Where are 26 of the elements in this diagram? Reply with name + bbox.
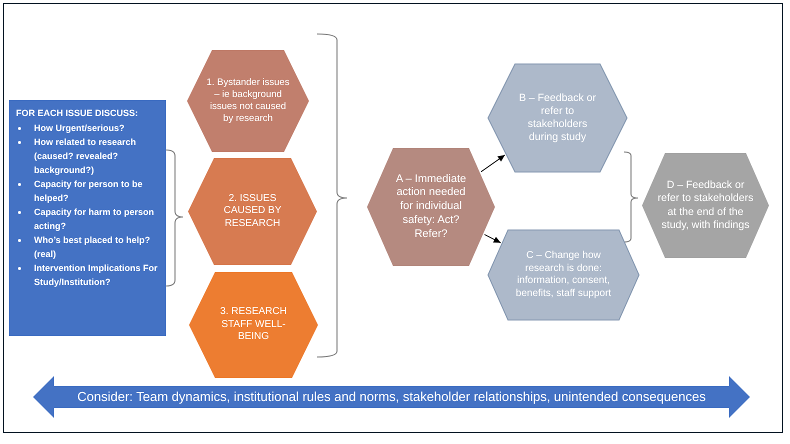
bullet-item: Capacity for person to be helped? — [17, 177, 160, 205]
hexagon-label: B – Feedback or refer to stakeholders during study — [518, 92, 598, 144]
panel-heading: FOR EACH ISSUE DISCUSS: — [16, 107, 138, 119]
hexagon-label: 1. Bystander issues – ie background issues not caused by research — [206, 77, 290, 125]
hexagon-label: D – Feedback or refer to stakeholders at the end of the study, with findings — [658, 179, 754, 232]
hexagon-label: A – Immediate action needed for individual safety: Act? Refer? — [394, 172, 468, 242]
hexagon — [488, 230, 639, 320]
hexagon-label: 2. ISSUES CAUSED BY RESEARCH — [222, 192, 282, 230]
hexagon — [187, 50, 309, 152]
hexagon — [189, 272, 318, 378]
hexagon — [188, 158, 317, 265]
bullet-item: How related to research (caused? revealed? background?) — [17, 135, 160, 177]
question-panel — [9, 100, 166, 336]
bullet-item: Who’s best placed to help? (real) — [17, 233, 160, 261]
bullet-item: Capacity for harm to person acting? — [17, 205, 160, 233]
banner-text: Consider: Team dynamics, institutional rules and norms, stakeholder relationships, unintended consequences — [77, 388, 706, 406]
arrow — [480, 154, 506, 172]
bullet-item: How Urgent/serious? — [17, 121, 160, 135]
bullet-item: Intervention Implications For Study/Institution? — [17, 261, 160, 289]
hexagon — [642, 153, 769, 258]
hexagon-label: C – Change how research is done: information, consent, benefits, staff support — [514, 250, 612, 300]
double-arrow-banner — [33, 376, 750, 418]
arrow — [484, 234, 502, 244]
hexagon — [488, 64, 627, 172]
hexagon — [367, 148, 495, 266]
hexagon-label: 3. RESEARCH STAFF WELL-BEING — [219, 306, 288, 344]
